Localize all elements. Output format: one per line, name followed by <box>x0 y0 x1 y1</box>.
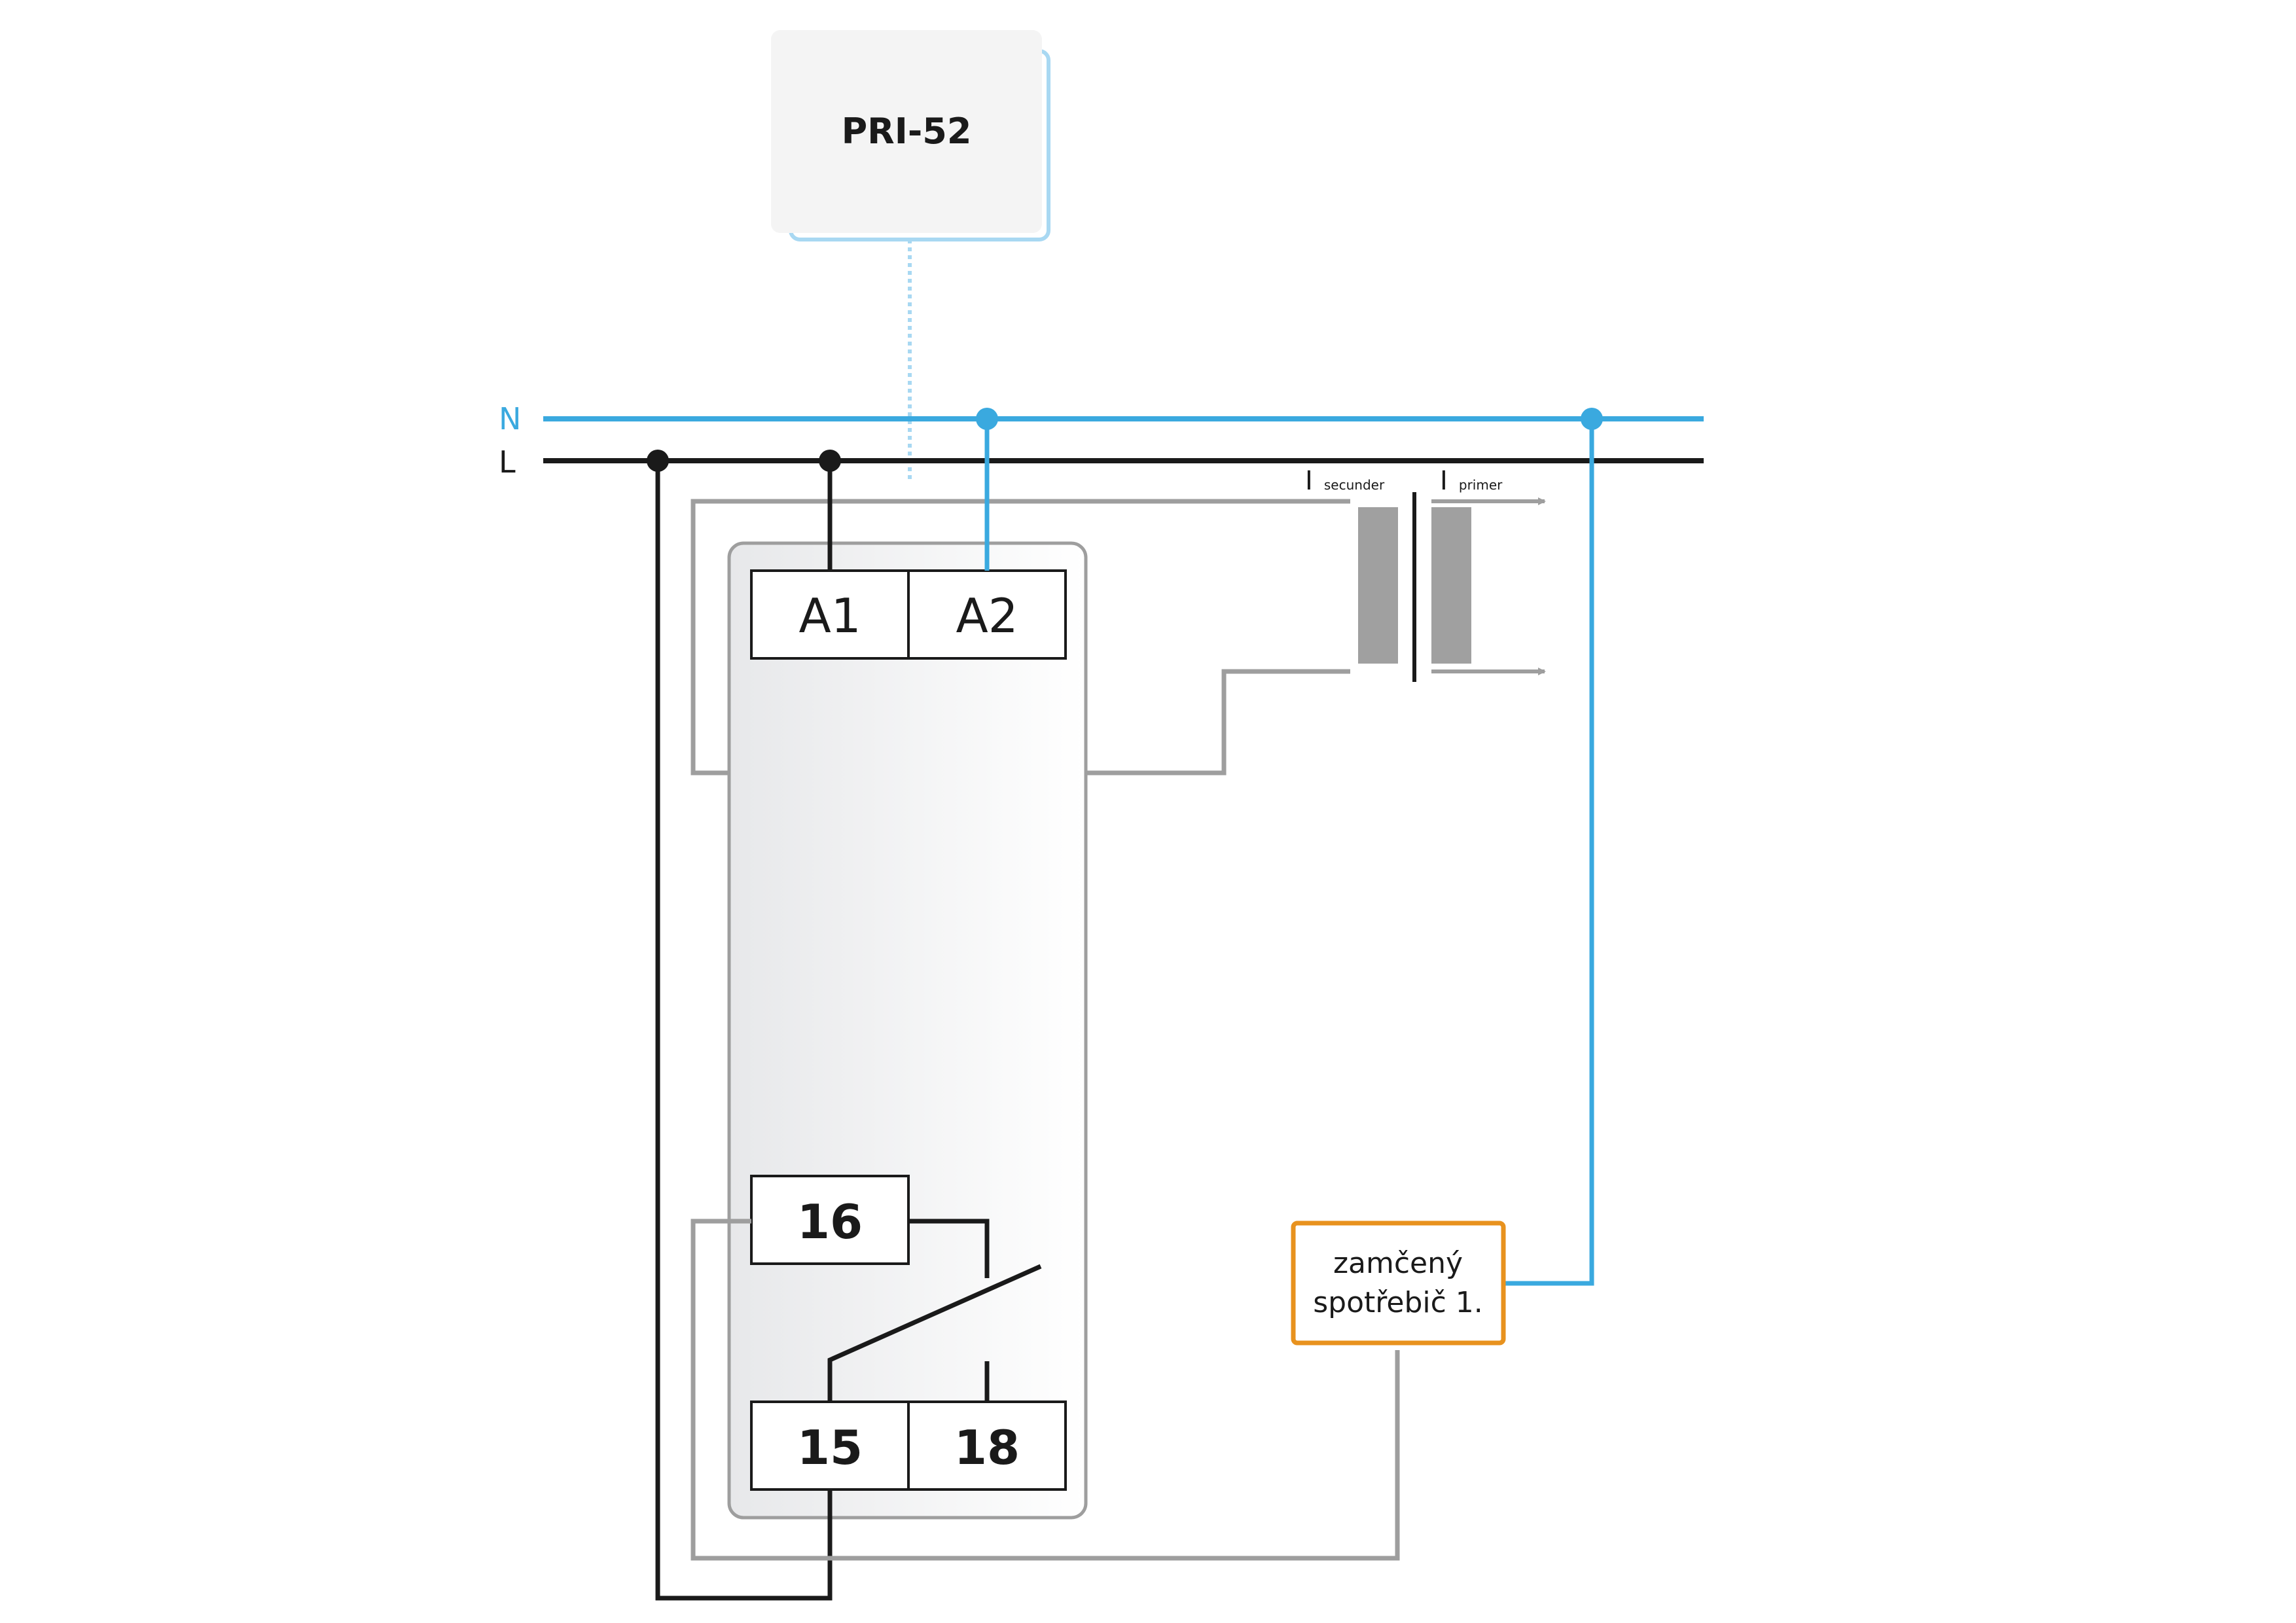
controller-pri52: PRI-52 <box>771 30 1050 483</box>
load-label-line2: spotřebič 1. <box>1313 1286 1483 1319</box>
switch-contact-icon <box>827 1219 1042 1402</box>
ct-secondary-core <box>1358 507 1398 664</box>
junction-n-2 <box>1581 408 1603 430</box>
current-transformer: I secunder I primer <box>1305 466 1546 682</box>
terminal-a2-label: A2 <box>956 588 1018 643</box>
controller-label: PRI-52 <box>842 111 972 152</box>
load-label-line1: zamčený <box>1333 1247 1463 1280</box>
terminal-16-label: 16 <box>797 1194 863 1249</box>
ct-secondary-subscript: secunder <box>1324 477 1385 493</box>
ct-primary-prefix: I <box>1440 466 1448 496</box>
load-box: zamčený spotřebič 1. <box>1291 1221 1506 1346</box>
relay-module: A1 A2 16 15 18 <box>727 541 1088 1520</box>
ct-secondary-label: I secunder <box>1305 466 1385 496</box>
wire-16-load <box>691 1219 1400 1561</box>
neutral-bus-label: N <box>499 401 521 437</box>
junctions <box>647 408 1603 472</box>
line-bus-label: L <box>499 444 516 480</box>
ct-primary-subscript: primer <box>1459 477 1503 493</box>
junction-l-1 <box>647 450 669 472</box>
ct-primary-label: I primer <box>1440 466 1503 496</box>
terminal-a2-box <box>907 569 1067 660</box>
controller-body <box>771 30 1042 233</box>
junction-l-2 <box>819 450 841 472</box>
load-border <box>1291 1221 1506 1346</box>
terminal-15-label: 15 <box>797 1420 863 1475</box>
terminal-18-box <box>907 1400 1067 1491</box>
ct-secondary-prefix: I <box>1305 466 1313 496</box>
wire-n-load <box>1503 419 1594 1286</box>
relay-body <box>727 541 1088 1520</box>
terminal-18-label: 18 <box>954 1420 1020 1475</box>
ct-primary-core <box>1431 507 1471 664</box>
wire-l-15 <box>655 461 833 1601</box>
terminal-16-box <box>750 1175 910 1265</box>
junction-n-1 <box>976 408 998 430</box>
bus-lines: N L <box>499 401 1704 480</box>
terminal-a1-label: A1 <box>798 588 861 643</box>
wires <box>655 419 1594 1601</box>
